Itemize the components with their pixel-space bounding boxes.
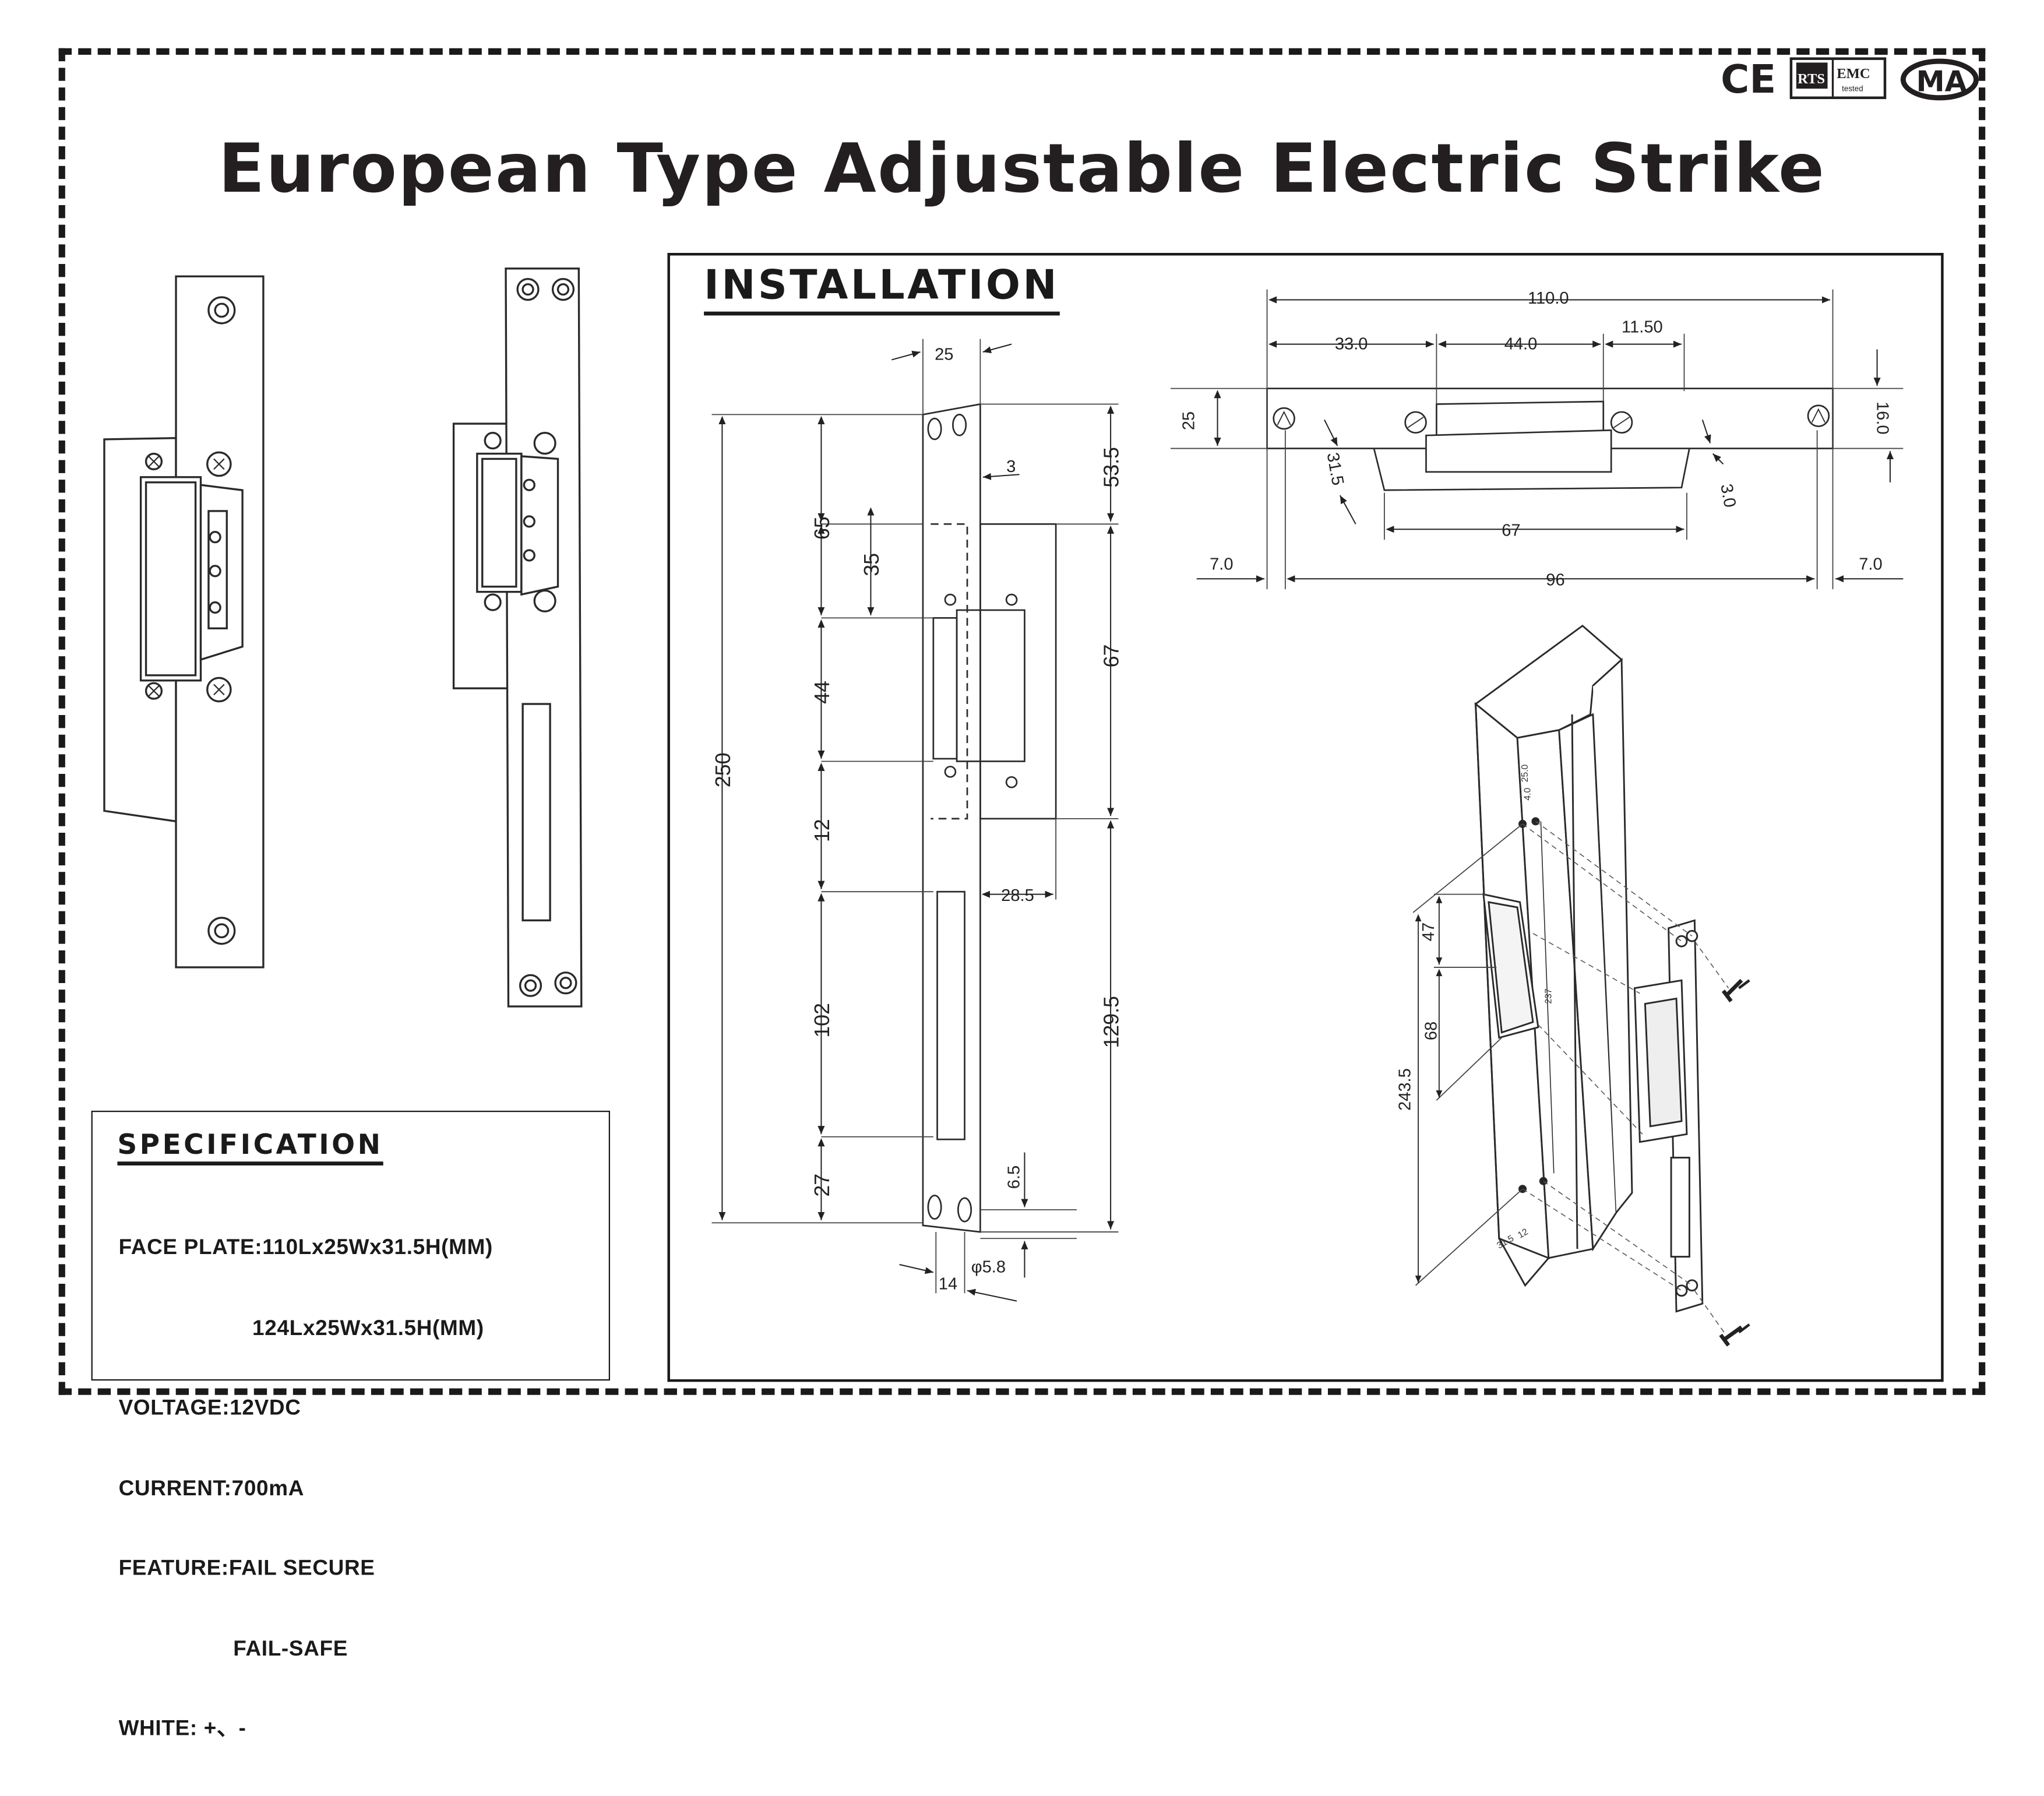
certification-logos: CE RTS EMC tested MA (1718, 52, 1979, 104)
dim-label: 35 (860, 553, 883, 576)
dim-label: 7.0 (1210, 555, 1233, 574)
dim-label: 129.5 (1100, 996, 1123, 1048)
specification-panel (91, 1111, 611, 1381)
dim-label: 243.5 (1396, 1068, 1415, 1111)
dim-label: 102 (810, 1003, 834, 1038)
svg-text:MA: MA (1916, 65, 1967, 98)
rts-emc-badge-icon: RTS EMC tested (1789, 57, 1887, 100)
strike-front-drawing-icon (103, 275, 265, 969)
spec-line: 124Lx25Wx31.5H(MM) (118, 1316, 484, 1340)
dim-label: 53.5 (1100, 447, 1123, 488)
dim-label: 44.0 (1504, 335, 1538, 354)
page-title: European Type Adjustable Electric Strike (218, 130, 1826, 209)
dim-label: 7.0 (1859, 555, 1882, 574)
spec-line: VOLTAGE:12VDC (118, 1396, 301, 1420)
dim-label: 47 (1419, 922, 1438, 941)
specification-heading: SPECIFICATION (117, 1129, 383, 1165)
dim-label: 237 (1543, 988, 1553, 1003)
spec-line: FACE PLATE:110Lx25Wx31.5H(MM) (118, 1235, 493, 1260)
product-sheet: CE RTS EMC tested MA European Type Adjus… (58, 48, 1986, 1741)
dim-label: 68 (1422, 1022, 1440, 1040)
dim-label: 4.0 (1523, 788, 1532, 801)
isometric-install-drawing (1412, 624, 1750, 1347)
dim-label: 16.0 (1873, 402, 1892, 435)
installation-heading: INSTALLATION (704, 262, 1059, 316)
svg-text:tested: tested (1842, 84, 1863, 93)
dim-label: 12 (1516, 1227, 1530, 1240)
dim-label: 3 (1006, 457, 1016, 476)
dim-label: 25 (1179, 411, 1198, 430)
dim-label: 25.0 (1520, 764, 1530, 782)
dim-label: 67 (1100, 645, 1123, 668)
svg-text:CE: CE (1721, 57, 1776, 102)
spec-line: CURRENT:700mA (118, 1476, 305, 1500)
dim-label: 44 (810, 681, 834, 704)
svg-text:EMC: EMC (1837, 66, 1870, 82)
dim-label: 3.0 (1717, 483, 1739, 509)
dim-label: φ5.8 (971, 1258, 1006, 1276)
dim-label: 27 (810, 1174, 834, 1197)
dim-label: 14 (939, 1274, 957, 1293)
dim-label: 110.0 (1528, 289, 1569, 308)
technical-drawings: 25 250 65 35 44 12 102 27 53.5 67 129.5 … (103, 267, 1904, 1347)
dim-label: 96 (1546, 571, 1564, 589)
dim-label: 33.0 (1335, 335, 1368, 354)
spec-line: WHITE: +、- (118, 1717, 246, 1741)
dim-label: 12 (810, 819, 834, 842)
dim-label: 25 (935, 345, 953, 364)
cma-mark-icon: MA (1900, 58, 1979, 101)
svg-text:RTS: RTS (1798, 71, 1825, 87)
dim-label: 65 (810, 516, 834, 540)
dim-label: 31.5 (1323, 451, 1347, 487)
top-view-drawing (1171, 289, 1904, 590)
installation-panel (667, 252, 1944, 1382)
spec-line: FEATURE:FAIL SECURE (118, 1556, 375, 1580)
ce-mark-icon: CE (1721, 57, 1776, 102)
front-view-drawing (711, 339, 1119, 1302)
dim-label: 28.5 (1001, 886, 1034, 905)
dashed-border (58, 48, 1986, 1395)
strike-angled-drawing-icon (452, 267, 583, 1008)
dim-label: 6.5 (1005, 1165, 1023, 1189)
spec-line: FAIL-SAFE (118, 1636, 348, 1660)
dim-label: 11.50 (1622, 318, 1663, 336)
dim-label: 250 (711, 753, 735, 788)
dim-label: 67 (1502, 521, 1520, 540)
